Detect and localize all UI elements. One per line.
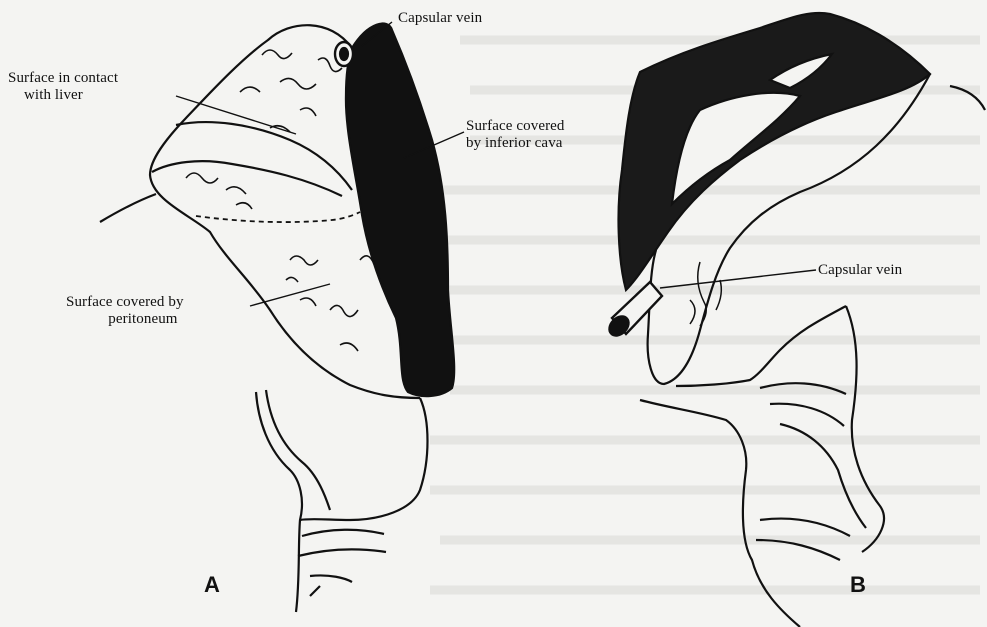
cava-covered-region-a [346, 24, 454, 397]
label-cava-surface-line2: by inferior cava [466, 135, 565, 152]
label-peritoneum-line2: peritoneum [66, 311, 184, 328]
label-peritoneum-surface: Surface covered by peritoneum [66, 294, 184, 328]
label-liver-surface: Surface in contact with liver [8, 70, 118, 104]
label-capsular-vein-a: Capsular vein [398, 10, 482, 27]
peritoneal-boundary-a [196, 212, 360, 222]
label-liver-surface-line1: Surface in contact [8, 70, 118, 87]
label-cava-surface: Surface covered by inferior cava [466, 118, 565, 152]
label-peritoneum-line1: Surface covered by [66, 294, 184, 311]
panel-letter-b: B [850, 572, 866, 598]
liver-surface-rim-a [176, 122, 352, 190]
gland-b [606, 13, 985, 627]
leader-lines-b [660, 270, 816, 288]
label-cava-surface-line1: Surface covered [466, 118, 565, 135]
label-capsular-vein-b: Capsular vein [818, 262, 902, 279]
label-liver-surface-line2: with liver [8, 87, 118, 104]
dark-cap-b [619, 13, 930, 290]
panel-letter-a: A [204, 572, 220, 598]
